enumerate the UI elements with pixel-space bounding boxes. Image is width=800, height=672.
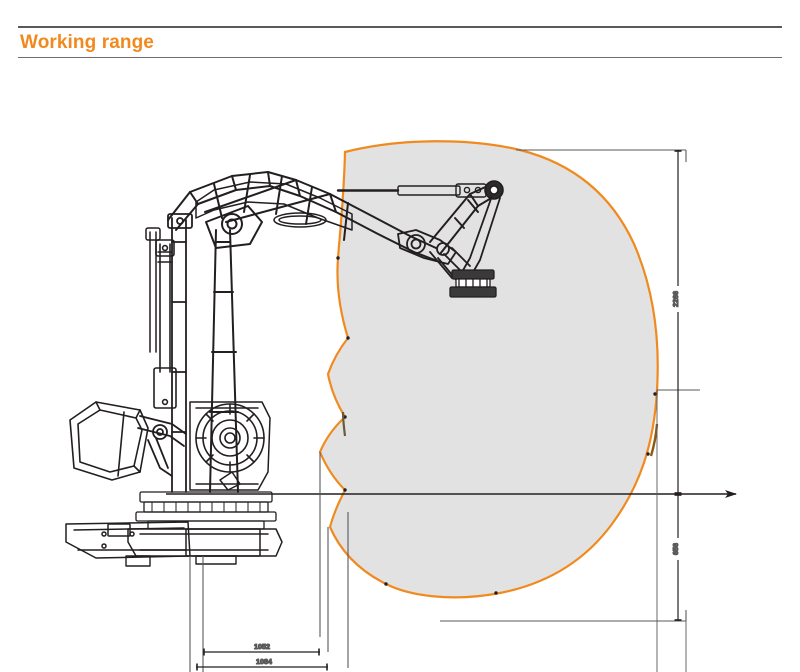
slew-bearing <box>135 491 277 530</box>
header-rule-bottom <box>18 57 782 58</box>
operator-cab <box>69 401 149 481</box>
horizontal-dimension-1084: 1084 <box>196 655 328 672</box>
main-boom <box>167 171 441 263</box>
dimension-label-656: 656 <box>671 543 680 555</box>
outrigger-blade <box>65 521 191 559</box>
a-frame <box>205 205 263 493</box>
cab-support-arm <box>137 415 187 477</box>
slew-hub <box>195 403 265 473</box>
boom-lift-cylinder <box>153 239 177 409</box>
machine-assembly <box>65 171 504 567</box>
dimension-label-1084: 1084 <box>256 657 272 666</box>
horizontal-dimension-1052: 1052 <box>203 640 320 657</box>
working-range-drawing: 2266 656 <box>0 72 800 672</box>
stick-tip-pivot <box>484 180 504 200</box>
vertical-dimension-upper: 2266 <box>670 150 687 494</box>
upper-structure <box>167 213 193 493</box>
stick-cylinder <box>336 183 487 198</box>
header-rule-top <box>18 26 782 28</box>
attachment-head <box>449 269 497 298</box>
undercarriage <box>127 528 283 557</box>
dimension-label-1052: 1052 <box>254 642 270 651</box>
vertical-dimension-lower: 656 <box>670 494 687 621</box>
boom-lift-cylinder-rear <box>145 227 161 353</box>
page-title: Working range <box>20 32 154 53</box>
upper-housing <box>189 401 271 491</box>
drawing-canvas: 2266 656 <box>65 140 737 672</box>
boom-knuckle <box>397 229 457 265</box>
dimension-lines: 2266 656 <box>166 149 737 672</box>
working-range-envelope <box>318 140 659 599</box>
boom-body <box>195 181 353 231</box>
dimension-label-2266: 2266 <box>671 291 680 307</box>
support-pad <box>125 555 237 567</box>
section-header: Working range <box>18 26 782 58</box>
